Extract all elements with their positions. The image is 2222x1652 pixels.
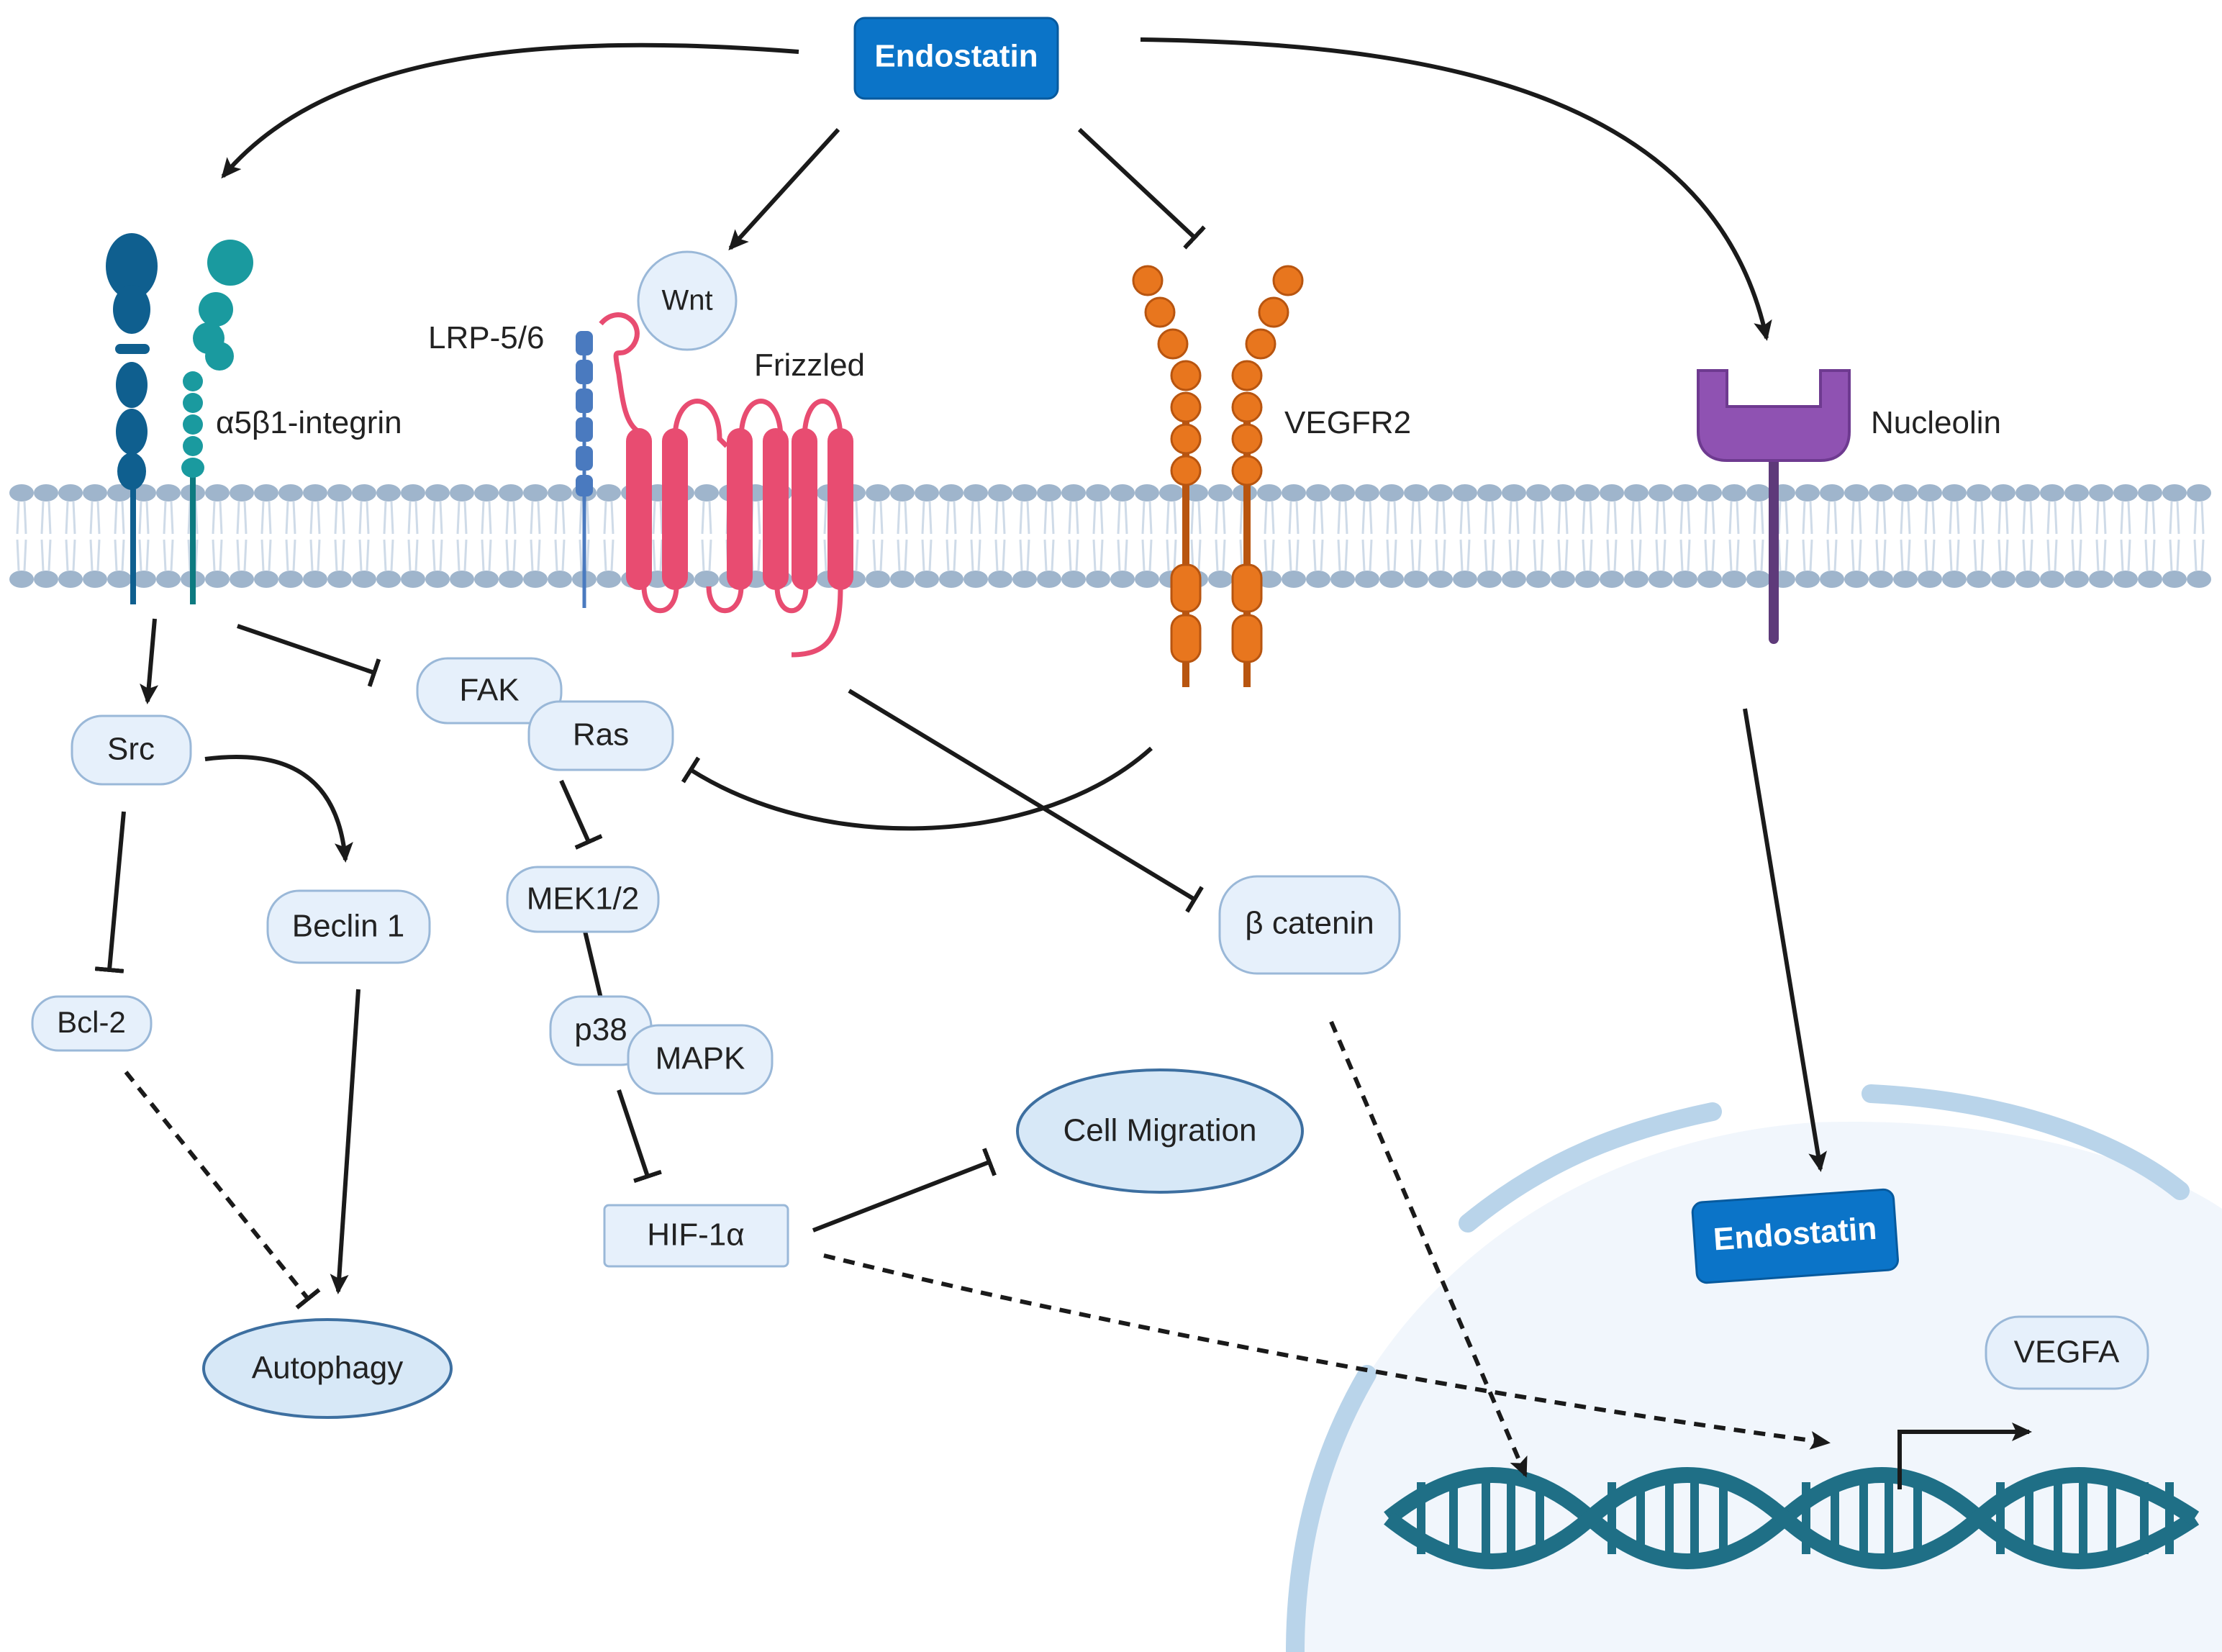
inhibit-endostatin-to-vegfr2	[1077, 127, 1206, 250]
mek-node[interactable]: MEK1/2	[506, 866, 660, 933]
nuclear-membrane-left	[1286, 1365, 1377, 1652]
p38-label: p38	[574, 1012, 627, 1048]
inhibit-src-to-bcl2	[94, 811, 126, 974]
frizzled-label: Frizzled	[754, 348, 865, 383]
arrow-src-to-beclin	[204, 755, 353, 863]
integrin-alpha5-receptor	[106, 233, 158, 604]
arrow-catenin-to-dna	[1329, 1020, 1528, 1478]
lrp-receptor	[576, 331, 593, 608]
arrows	[94, 37, 2032, 1489]
inhibit-frizzled-to-catenin	[848, 689, 1204, 913]
arrow-endostatin-to-nucleolin	[1140, 37, 1772, 341]
frizzled-receptor	[599, 312, 853, 658]
ras-label: Ras	[573, 717, 629, 753]
mapk-label: MAPK	[656, 1041, 745, 1076]
arrow-transcription-vegfa	[1897, 1422, 2032, 1489]
lrp-label: LRP-5/6	[428, 320, 544, 355]
integrin-beta1-receptor	[181, 240, 253, 604]
vegfa-node[interactable]: VEGFA	[1985, 1315, 2149, 1390]
wnt-label: Wnt	[661, 285, 712, 317]
p38-node[interactable]: p38	[549, 995, 653, 1066]
autophagy-node[interactable]: Autophagy	[202, 1318, 453, 1419]
endostatin-nucleus-node[interactable]: Endostatin	[1691, 1188, 1899, 1284]
arrow-endostatin-to-integrin	[221, 42, 799, 179]
migration-node[interactable]: Cell Migration	[1016, 1068, 1304, 1194]
src-node[interactable]: Src	[71, 714, 192, 786]
endostatin-top-label: Endostatin	[874, 39, 1038, 74]
bcl2-node[interactable]: Bcl-2	[31, 995, 153, 1052]
catenin-node[interactable]: β catenin	[1218, 875, 1401, 975]
integrin-label: α5β1-integrin	[216, 405, 402, 440]
nuclear-membrane-upper-left	[1459, 1102, 1722, 1233]
inhibit-bcl2-to-autophagy	[124, 1071, 321, 1310]
nucleolin-label: Nucleolin	[1871, 405, 2001, 440]
vegfr2-label: VEGFR2	[1284, 405, 1411, 440]
arrow-endostatin-to-wnt	[728, 127, 840, 250]
fak-node[interactable]: FAK	[416, 657, 563, 725]
nucleolin-receptor	[1697, 369, 1851, 644]
inhibit-vegfr2-to-ras	[681, 746, 1153, 831]
vegfa-label: VEGFA	[2014, 1335, 2120, 1370]
src-label: Src	[107, 732, 155, 767]
vegfr2-receptor	[1132, 265, 1304, 687]
inhibit-hif-to-migration	[812, 1148, 997, 1233]
mek-label: MEK1/2	[527, 881, 640, 917]
line-mek-to-p38	[582, 927, 605, 1008]
arrow-beclin-to-autophagy	[330, 989, 360, 1294]
migration-label: Cell Migration	[1064, 1113, 1257, 1148]
inhibit-mapk-to-hif	[617, 1089, 662, 1184]
inhibit-integrin-to-fak	[237, 624, 381, 687]
cell-membrane	[9, 484, 2211, 588]
hif-label: HIF-1α	[647, 1217, 744, 1253]
beclin-node[interactable]: Beclin 1	[266, 889, 431, 964]
autophagy-label: Autophagy	[252, 1351, 403, 1386]
catenin-label: β catenin	[1245, 906, 1374, 941]
bcl2-label: Bcl-2	[57, 1005, 126, 1039]
inhibit-ras-to-mek	[559, 779, 603, 850]
endostatin-top-node[interactable]: Endostatin	[853, 17, 1059, 100]
nuclear-membrane-upper-right	[1862, 1084, 2190, 1200]
arrow-hif-to-dna	[823, 1253, 1831, 1450]
wnt-node[interactable]: Wnt	[637, 250, 738, 351]
dna-helix	[1384, 1467, 2200, 1569]
arrow-integrin-to-src	[140, 618, 159, 704]
mapk-node[interactable]: MAPK	[627, 1024, 774, 1095]
hif-node[interactable]: HIF-1α	[603, 1204, 789, 1268]
fak-label: FAK	[459, 673, 519, 708]
arrow-nucleolin-to-nucleus	[1743, 708, 1827, 1172]
beclin-label: Beclin 1	[292, 909, 405, 944]
ras-node[interactable]: Ras	[527, 700, 674, 771]
